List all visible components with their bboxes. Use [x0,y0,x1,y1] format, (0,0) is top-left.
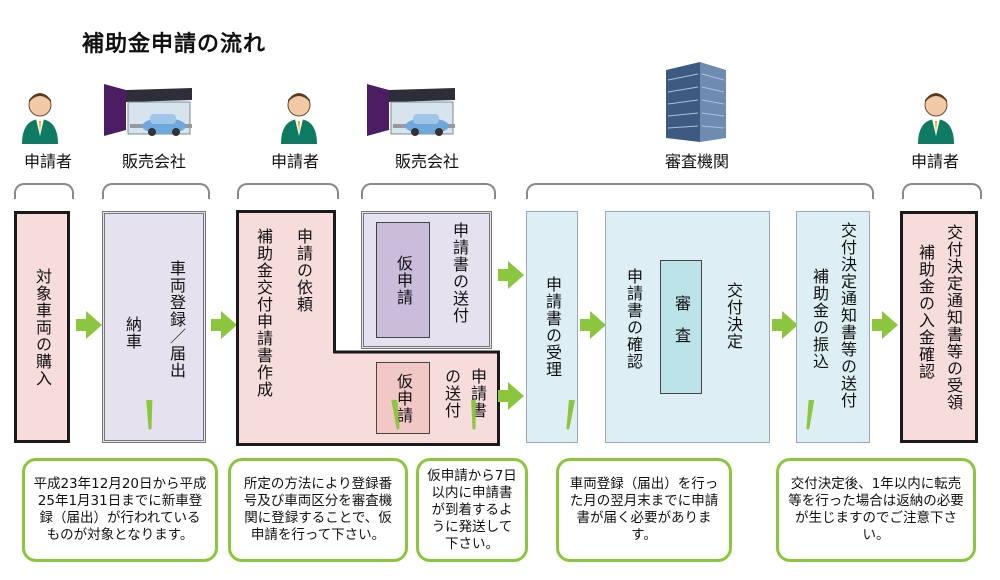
tag-provisional-upper-text: 仮申請 [394,254,413,306]
bracket [361,183,496,199]
step-final: 補助金の入金確認 交付決定通知書等の受領 [900,211,978,443]
notice-receive-text: 交付決定通知書等の受領 [944,224,963,411]
send-upper-text: 申請書の送付 [450,222,469,324]
flow-arrow [211,311,237,339]
decision-text: 交付決定 [724,282,743,350]
tag-provisional-lower-text: 仮申請 [394,372,413,424]
flow-arrow [872,311,898,339]
step-registration-text: 車両登録／届出 [167,260,186,379]
note-resale: 交付決定後、1年以内に転売等を行った場合は返納の必要が生じますのでご注意下さい。 [776,458,976,562]
actor-label-applicant: 申請者 [910,152,959,171]
payment-confirm-text: 補助金の入金確認 [916,244,935,380]
page-title: 補助金申請の流れ [82,32,267,57]
note-resale-text: 交付決定後、1年以内に転売等を行った場合は返納の必要が生じますのでご注意下さい。 [788,476,964,543]
application-form-text: 補助金交付申請書作成 [254,228,273,398]
flow-arrow [772,311,798,339]
note-eligibility: 平成23年12月20日から平成25年1月31日までに新車登録（届出）が行われてい… [22,458,218,562]
dealer-showroom-icon [367,84,455,136]
person-icon [918,93,954,144]
person-icon [281,93,317,144]
send-upper: 申請書の送付 [448,222,470,328]
bracket [102,183,210,199]
flow-arrow [498,261,524,289]
actor-label-applicant: 申請者 [270,152,319,171]
person-icon [22,93,58,144]
actor-label-applicant: 申請者 [23,152,72,171]
step-application-text: 補助金交付申請書作成 申請の依頼 [252,228,314,398]
dealer-showroom-icon [104,84,192,136]
step-purchase: 対象車両の購入 [14,211,70,443]
step-receipt-text: 申請書の受理 [543,276,562,378]
actor-label-agency: 審査機関 [664,152,729,171]
step-delivery-text: 納車 [123,316,142,350]
step-purchase-text: 対象車両の購入 [33,267,52,387]
tag-review: 審査 [660,260,702,394]
flow-arrow [498,382,524,410]
confirm-text: 申請書の確認 [624,268,643,370]
confirm: 申請書の確認 [622,268,644,374]
note-provisional: 所定の方法により登録番号及び車両区分を審査機関に登録することで、仮申請を行って下… [228,458,408,562]
notice-send-text: 交付決定通知書等の送付 [838,222,857,409]
send-lower-text-2: の送付 [442,368,461,419]
step-delivery: 納車 車両登録／届出 [102,211,206,443]
office-building-icon [666,62,726,142]
note-shipping-text: 仮申請から7日以内に申請書が到着するように発送して下さい。 [427,467,517,552]
note-shipping: 仮申請から7日以内に申請書が到着するように発送して下さい。 [416,458,528,562]
flow-arrow [76,311,102,339]
request-text: 申請の依頼 [294,228,313,313]
step-application-frame [236,210,500,446]
tag-provisional-upper: 仮申請 [376,222,430,338]
transfer-text: 補助金の振込 [810,268,829,370]
tag-review-text: 審査 [672,295,691,359]
note-deadline: 車両登録（届出）を行った月の翌月末までに申請書が届く必要があります。 [556,458,732,562]
bracket [14,183,74,199]
note-eligibility-text: 平成23年12月20日から平成25年1月31日までに新車登録（届出）が行われてい… [33,476,207,543]
note-deadline-text: 車両登録（届出）を行った月の翌月末までに申請書が届く必要があります。 [569,476,719,543]
bracket [526,183,874,199]
callout-tails [146,400,815,430]
tag-provisional-lower: 仮申請 [376,362,430,434]
actor-label-dealer: 販売会社 [121,152,186,171]
flow-arrow [580,311,606,339]
actor-label-dealer: 販売会社 [394,152,459,171]
decision: 交付決定 [722,282,744,354]
note-provisional-text: 所定の方法により登録番号及び車両区分を審査機関に登録することで、仮申請を行って下… [243,476,393,543]
bracket [902,183,982,199]
bracket [237,183,339,199]
